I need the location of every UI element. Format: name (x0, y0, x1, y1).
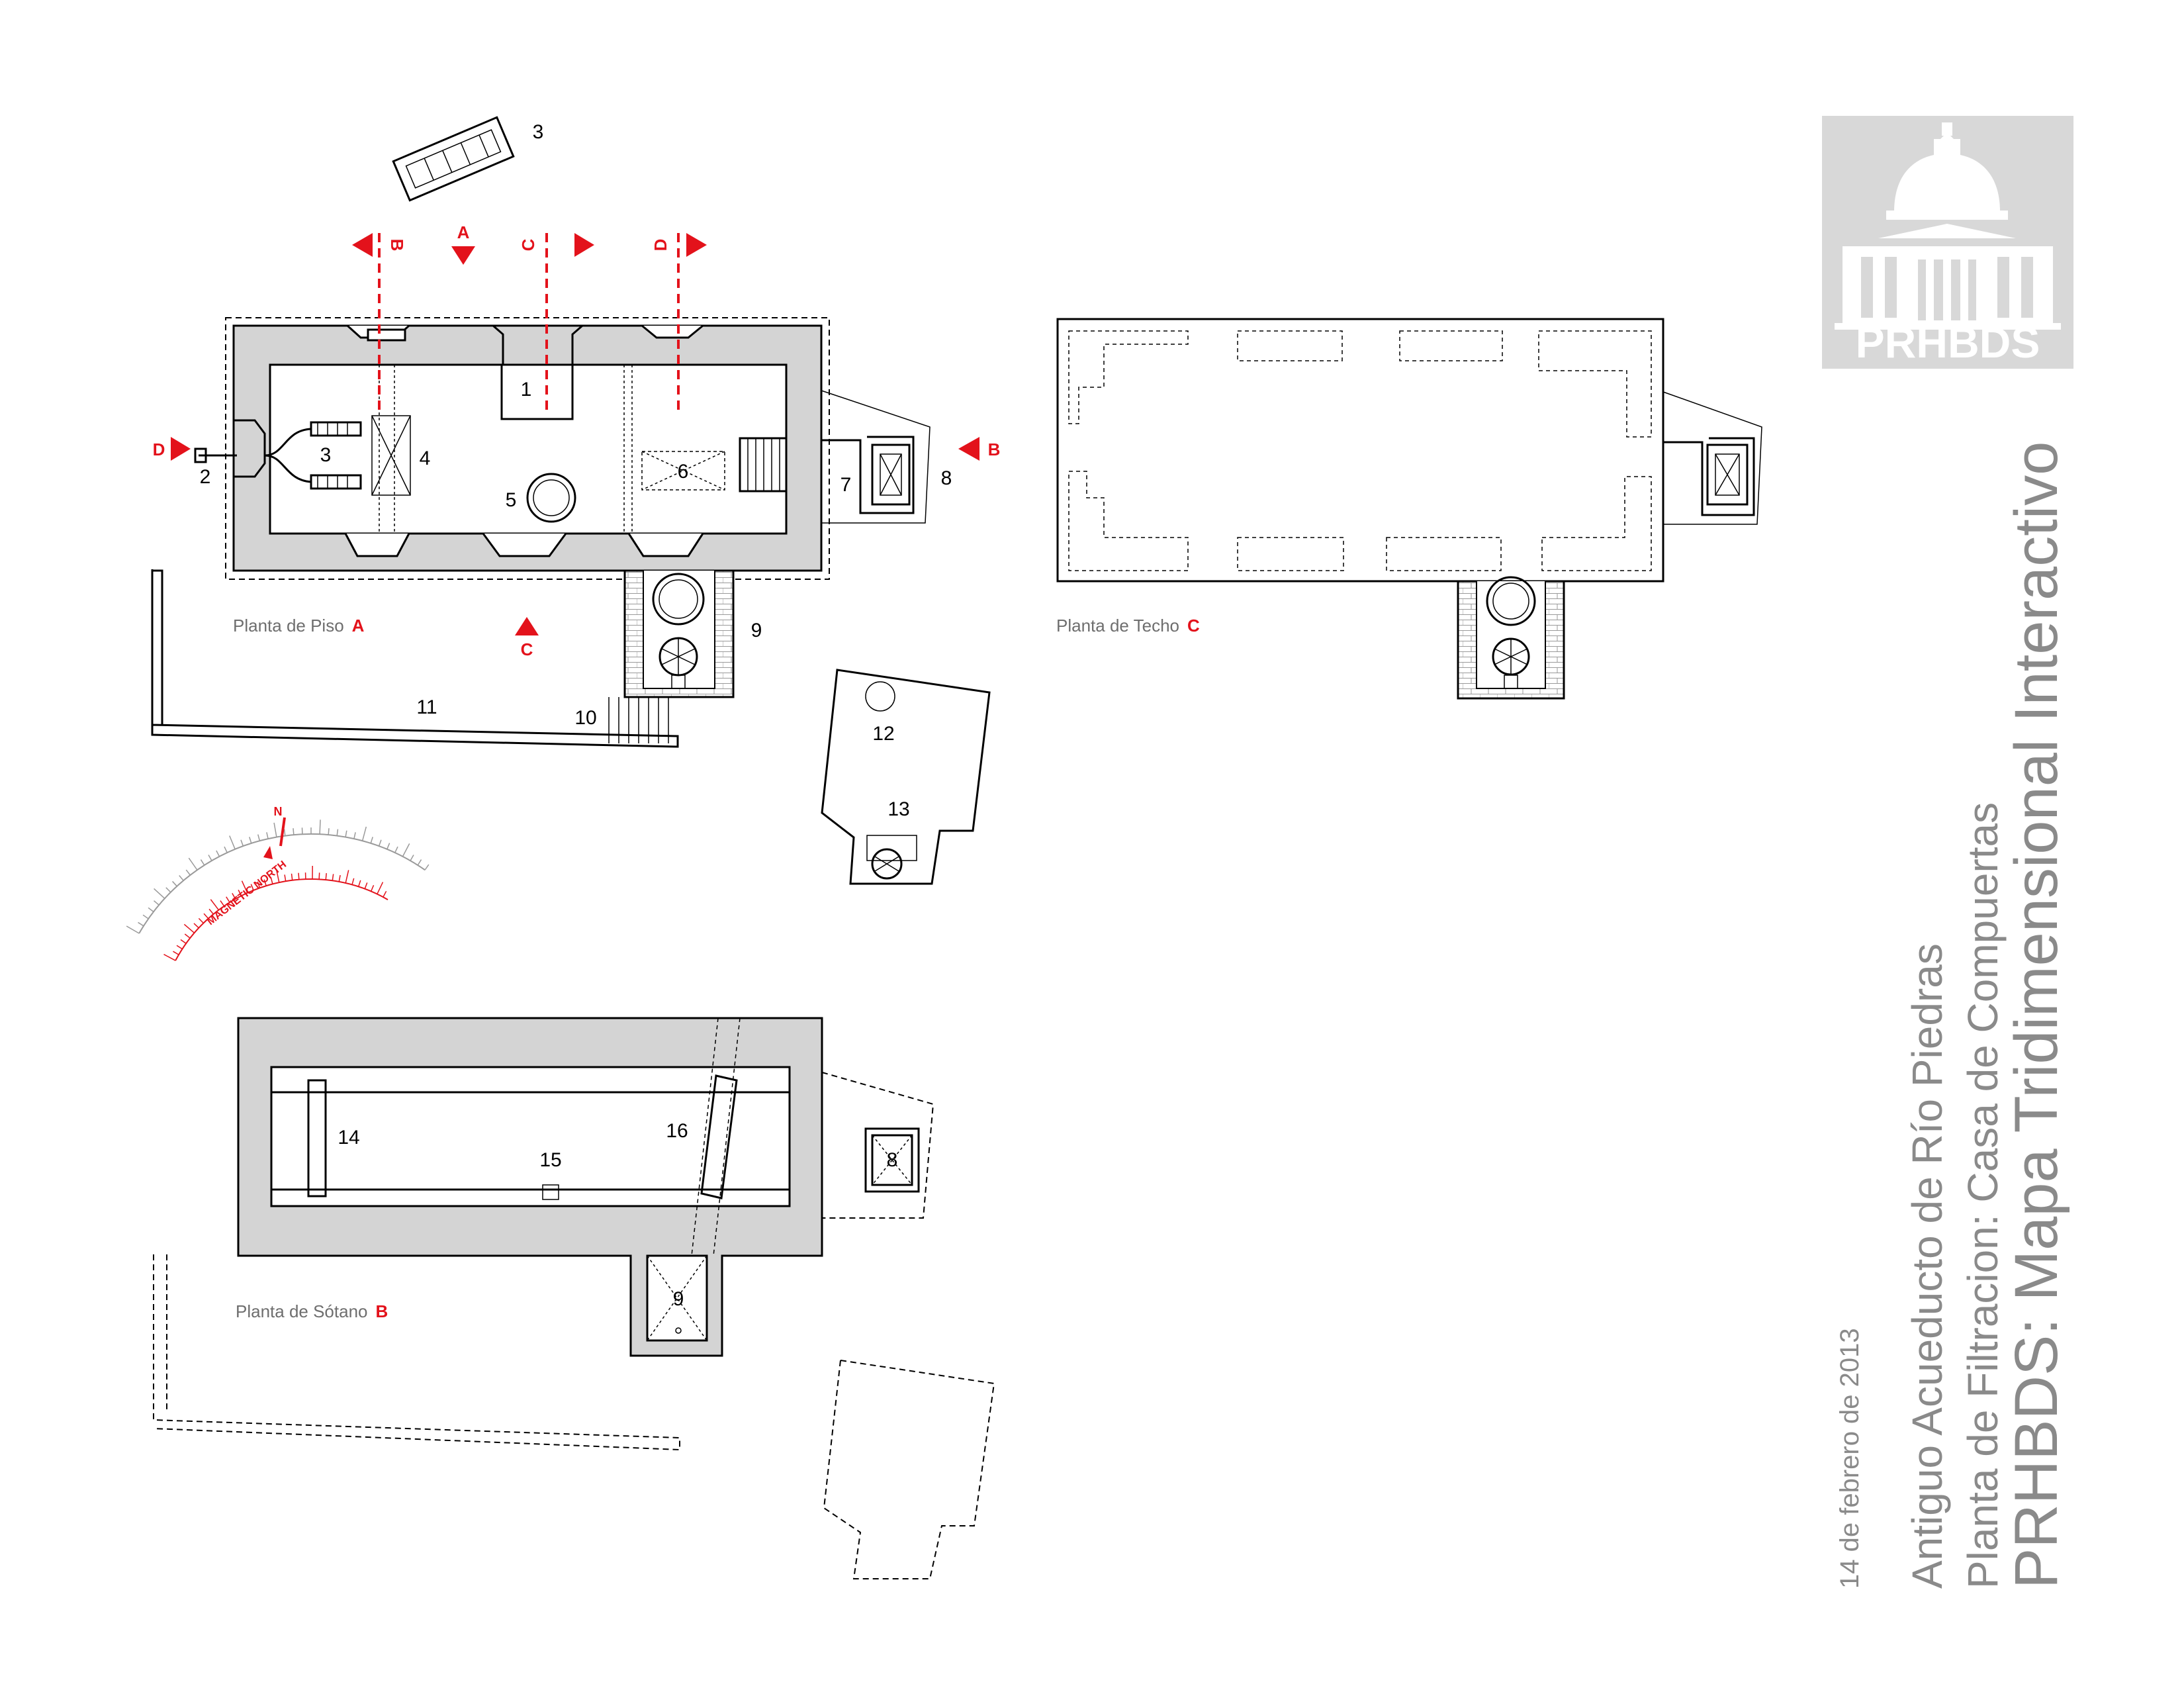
basement-annex-outline (821, 1072, 934, 1219)
basement-item-14 (307, 1079, 327, 1197)
floor-wall-11 (151, 569, 679, 748)
basement-num-16: 16 (666, 1120, 688, 1142)
section-cut-markers (171, 233, 979, 635)
floor-item-5-inner (533, 479, 570, 516)
basement-channel (271, 1091, 790, 1191)
basement-annex-12-outline (823, 1359, 995, 1579)
basement-num-15: 15 (539, 1149, 561, 1171)
floor-num-8: 8 (941, 467, 952, 489)
floor-valve-3 (194, 421, 362, 490)
basement-walls (237, 1017, 823, 1357)
basement-item-8-inner (871, 1134, 913, 1186)
floor-num-4: 4 (420, 447, 431, 469)
basement-item-9-x (647, 1255, 707, 1341)
floor-tank-9 (623, 569, 735, 698)
cut-a-label: A (457, 222, 470, 242)
basement-item-16 (700, 1074, 738, 1199)
basement-item-9-drain (675, 1327, 682, 1334)
cut-d-west-arrow (171, 437, 191, 461)
floor-stair-7 (739, 437, 788, 492)
floor-plan: B A C D D B C 1 2 3 3 4 5 6 7 8 9 10 11 … (151, 116, 1001, 885)
cut-b-label: B (387, 239, 407, 252)
floor-item-1-box (500, 363, 574, 420)
cut-b-east-arrow (958, 437, 979, 461)
cut-c-south-arrow (515, 617, 539, 635)
floor-plan-walls (232, 324, 823, 572)
prhbds-logo: PRHBDS (1822, 116, 2073, 369)
logo-text: PRHBDS (1856, 318, 2040, 367)
floor-num-11: 11 (416, 696, 437, 718)
floor-grate-3 (392, 116, 515, 202)
cut-b-east-label: B (988, 440, 1001, 459)
title-block: PRHBDS: Mapa Tridimensional Interactivo … (1835, 442, 2070, 1589)
floor-num-13: 13 (887, 798, 909, 820)
basement-num-8: 8 (887, 1149, 898, 1171)
floor-windows-bottom (344, 533, 704, 557)
title-date: 14 de febrero de 2013 (1835, 1328, 1864, 1589)
floor-west-opening (234, 419, 266, 478)
basement-item-15 (542, 1184, 559, 1200)
roof-dashed-wall-profile (1068, 330, 1652, 571)
compass-north-needle (279, 817, 286, 847)
floor-num-1: 1 (521, 379, 532, 400)
basement-item-8-x (872, 1135, 913, 1186)
roof-annex-8 (1662, 391, 1762, 525)
floor-item-5-ring (526, 473, 576, 523)
cut-a-arrow (451, 246, 475, 265)
roof-outline (1056, 318, 1664, 583)
title-line-3: Antiguo Acueducto de Río Piedras (1903, 943, 1951, 1589)
floor-annex-12-13 (821, 669, 991, 885)
roof-tank-9 (1457, 576, 1565, 700)
basement-num-14: 14 (338, 1127, 359, 1149)
floor-num-5: 5 (506, 489, 517, 511)
compass-true-north-scale (126, 820, 430, 934)
cut-c-label: C (518, 238, 538, 251)
north-compass: N MAGNETIC NORTH (126, 805, 430, 961)
floor-num-7: 7 (841, 474, 852, 496)
floor-num-2: 2 (200, 466, 211, 488)
floor-num-6: 6 (678, 461, 689, 483)
basement-item-8-outer (864, 1127, 920, 1193)
compass-magnetic-arrow (263, 846, 273, 859)
compass-north-label: N (274, 805, 283, 818)
basement-pipe-dashed (691, 1017, 741, 1256)
basement-num-9: 9 (673, 1288, 684, 1310)
building-icon-doorway (1922, 250, 1972, 320)
floor-item-6-x (641, 451, 725, 491)
title-line-2: Planta de Filtracion: Casa de Compuertas (1959, 802, 2007, 1589)
floor-item-4-x (371, 415, 411, 496)
floor-annex-8 (821, 390, 931, 524)
floor-num-3: 3 (320, 444, 332, 466)
cut-d-west-label: D (153, 440, 165, 459)
floor-plan-outline (225, 317, 830, 580)
cut-d-label: D (651, 239, 670, 252)
floor-num-9: 9 (751, 620, 762, 641)
compass-magnetic-scale (163, 866, 388, 961)
floor-steps-10 (608, 697, 669, 743)
compass-magnetic-label: MAGNETIC NORTH (205, 859, 289, 927)
title-line-1: PRHBDS: Mapa Tridimensional Interactivo (2003, 442, 2070, 1589)
cut-d-arrow (686, 233, 707, 257)
cut-b-arrow (352, 233, 373, 257)
cut-c-south-label: C (521, 639, 533, 659)
floor-item-6 (641, 451, 725, 491)
cut-c-arrow (574, 233, 594, 257)
basement-wall-11-outline (153, 1254, 680, 1451)
floor-num-12: 12 (872, 723, 894, 745)
floor-item-4 (371, 415, 411, 496)
floor-num-3-grate: 3 (533, 121, 544, 143)
floor-num-10: 10 (574, 707, 596, 729)
